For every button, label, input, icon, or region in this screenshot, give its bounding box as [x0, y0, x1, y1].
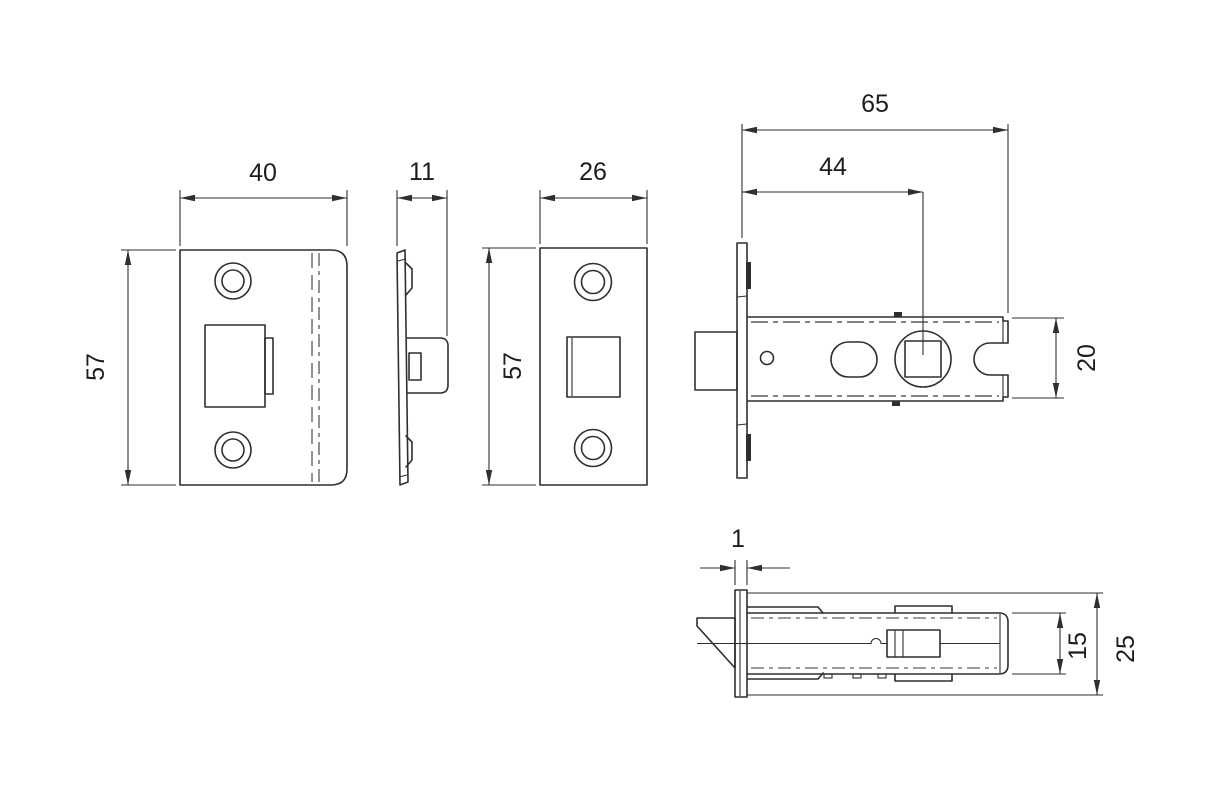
screw-hole-edge-bottom	[746, 434, 751, 461]
tube-outline	[746, 612, 1009, 675]
dimension-label: 11	[409, 158, 435, 186]
screw-hole-top-inner	[221, 269, 245, 293]
arrowhead-top	[1052, 318, 1060, 333]
top-lug	[405, 262, 413, 296]
screw-hole-top-inner	[580, 269, 606, 295]
plate-profile	[396, 249, 409, 486]
arrowhead-bottom	[124, 470, 132, 485]
forend-tick	[736, 423, 748, 426]
arrowhead-left	[742, 126, 757, 134]
forend-tick	[736, 295, 748, 298]
plate-bend-tick	[398, 474, 408, 478]
strike-plate-outline	[179, 249, 348, 486]
dust-box	[406, 337, 449, 394]
arrowhead-right	[908, 188, 923, 196]
screw-hole-top-outer	[573, 262, 613, 302]
arrowhead-top	[485, 248, 493, 263]
bottom-lug	[405, 435, 413, 468]
case-tab-bottom	[892, 401, 900, 406]
arrowhead-top	[1093, 593, 1101, 608]
dimension-backset-44: 44	[742, 153, 924, 355]
arrowhead-bottom	[1056, 659, 1064, 674]
screw-hole-edge-top	[746, 262, 751, 289]
tab-top	[894, 605, 953, 614]
screw-hole-bottom-outer	[573, 428, 613, 468]
dimension-forend-thickness-1: 1	[700, 525, 790, 585]
arrowhead-left	[180, 194, 195, 202]
forend-outline	[539, 247, 648, 486]
pin-hole	[759, 350, 775, 366]
dimension-label: 15	[1064, 632, 1092, 660]
latch-body-top-view: 1 15 25	[696, 525, 1140, 698]
spring-box	[886, 629, 941, 658]
bolt-centerline	[697, 638, 887, 645]
dimension-case-height-20: 20	[1012, 317, 1101, 399]
strike-plate-side-view: 11	[396, 158, 449, 486]
latch-body-side-view: 65 44 20	[694, 90, 1101, 479]
screw-hole-top-outer	[214, 262, 252, 300]
dimension-label: 44	[819, 153, 847, 181]
lug-strip-top	[747, 606, 824, 614]
arrowhead-right	[720, 564, 735, 572]
dimension-depth-11: 11	[396, 158, 448, 336]
arrowhead-bottom	[1052, 383, 1060, 398]
dimension-label: 65	[861, 90, 889, 118]
dimension-label: 20	[1073, 344, 1101, 372]
arrowhead-left	[747, 564, 762, 572]
notch	[823, 673, 833, 679]
dimension-width-40: 40	[179, 159, 348, 246]
latch-opening	[204, 324, 266, 408]
forend-front-view: 26 57	[482, 158, 648, 486]
dimension-label: 25	[1112, 635, 1140, 663]
dimension-label: 57	[499, 352, 527, 380]
dimension-height-57: 57	[82, 249, 176, 486]
arrowhead-top	[1056, 613, 1064, 628]
case-outline	[747, 316, 1009, 402]
notch	[877, 673, 887, 679]
bolt-bevel	[696, 617, 736, 669]
latch-opening-tab	[264, 337, 274, 395]
arrowhead-top	[124, 250, 132, 265]
dimension-label: 57	[82, 353, 110, 381]
slot-hole	[830, 341, 878, 378]
arrowhead-left	[742, 188, 757, 196]
dust-box-slot	[408, 352, 422, 381]
dimension-label: 1	[731, 525, 745, 553]
notch	[852, 673, 862, 679]
latch-bolt	[694, 331, 738, 391]
arrowhead-right	[632, 194, 647, 202]
screw-hole-bottom-outer	[214, 431, 252, 469]
strike-plate-front-view: 40 57	[82, 159, 348, 486]
lug-strip-bottom	[747, 672, 824, 680]
arrowhead-left	[397, 194, 412, 202]
arrowhead-right	[332, 194, 347, 202]
tab-bottom	[894, 673, 953, 682]
latch-bolt-opening	[566, 336, 621, 398]
arrowhead-right	[432, 194, 447, 202]
arrowhead-left	[540, 194, 555, 202]
dimension-label: 26	[579, 158, 607, 186]
case-tab-top	[894, 312, 902, 317]
arrowhead-bottom	[485, 470, 493, 485]
screw-hole-bottom-inner	[580, 435, 606, 461]
forend-edge	[736, 242, 748, 479]
dimension-forend-width-25: 25	[1093, 593, 1140, 695]
arrowhead-right	[993, 126, 1008, 134]
plate-bend-tick	[397, 258, 407, 262]
screw-hole-bottom-inner	[221, 438, 245, 462]
dimension-width-26: 26	[539, 158, 648, 244]
dimension-height-57: 57	[482, 247, 536, 486]
dimension-tube-width-15: 15	[1012, 612, 1092, 675]
dimension-overall-65: 65	[741, 90, 1009, 313]
dimension-label: 40	[249, 159, 277, 187]
arrowhead-bottom	[1093, 680, 1101, 695]
